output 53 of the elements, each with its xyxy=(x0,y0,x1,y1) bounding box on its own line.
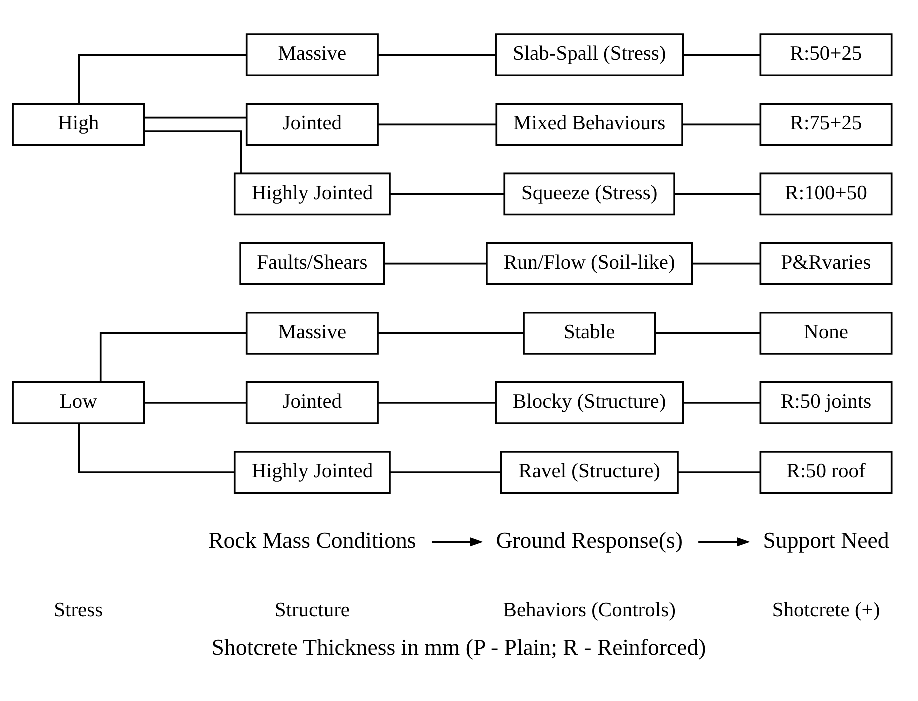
node-text: Rock Mass Conditions xyxy=(208,528,416,553)
node-box: Massive xyxy=(246,34,379,77)
node-box: Highly Jointed xyxy=(234,172,391,216)
node-text: Support Need xyxy=(763,528,890,553)
node-box: Stable xyxy=(523,312,656,355)
connector xyxy=(683,402,760,404)
connector xyxy=(384,262,487,265)
label: Behaviors (Controls) xyxy=(503,600,676,622)
node-box: Slab-Spall (Stress) xyxy=(495,34,684,77)
label: Structure xyxy=(274,600,350,622)
connector xyxy=(655,332,761,334)
node-box: Low xyxy=(12,382,146,424)
arrow xyxy=(698,538,750,547)
node-box: Jointed xyxy=(246,103,379,146)
connector xyxy=(144,116,247,119)
node-box: Mixed Behaviours xyxy=(496,103,684,146)
connector xyxy=(674,193,760,196)
node-text: Ground Response(s) xyxy=(496,528,683,553)
connector xyxy=(678,472,760,474)
connector xyxy=(78,424,235,474)
label: Shotcrete (+) xyxy=(772,600,880,622)
connector xyxy=(144,402,247,404)
node-box: Blocky (Structure) xyxy=(495,382,684,424)
connector xyxy=(390,193,504,196)
node-box: R:50 joints xyxy=(760,382,893,424)
node-box: Squeeze (Stress) xyxy=(504,172,676,216)
connector xyxy=(378,402,496,404)
node-box: Run/Flow (Soil-like) xyxy=(486,242,694,286)
node-box: None xyxy=(760,312,893,355)
node-box: R:50+25 xyxy=(760,34,893,77)
connector xyxy=(78,54,247,104)
label: Stress xyxy=(54,600,104,622)
caption: Shotcrete Thickness in mm (P - Plain; R - Reinforced) xyxy=(212,635,706,660)
node-box: Ravel (Structure) xyxy=(500,451,679,494)
node-box: P&Rvaries xyxy=(760,242,893,286)
node-box: Jointed xyxy=(246,382,379,424)
connector xyxy=(683,54,760,56)
node-box: R:75+25 xyxy=(760,103,893,146)
node-box: Highly Jointed xyxy=(234,451,391,494)
arrow xyxy=(432,538,484,547)
node-box: R:100+50 xyxy=(760,172,893,216)
connector xyxy=(100,332,247,382)
connector xyxy=(144,130,242,174)
node-box: High xyxy=(12,103,146,146)
connector xyxy=(378,332,524,334)
connector xyxy=(378,54,496,56)
node-box: Faults/Shears xyxy=(240,242,386,286)
node-box: Massive xyxy=(246,312,379,355)
node-box: R:50 roof xyxy=(760,451,893,494)
connector xyxy=(390,472,501,474)
connector xyxy=(682,124,761,126)
connector xyxy=(692,262,760,265)
connector xyxy=(378,124,497,126)
